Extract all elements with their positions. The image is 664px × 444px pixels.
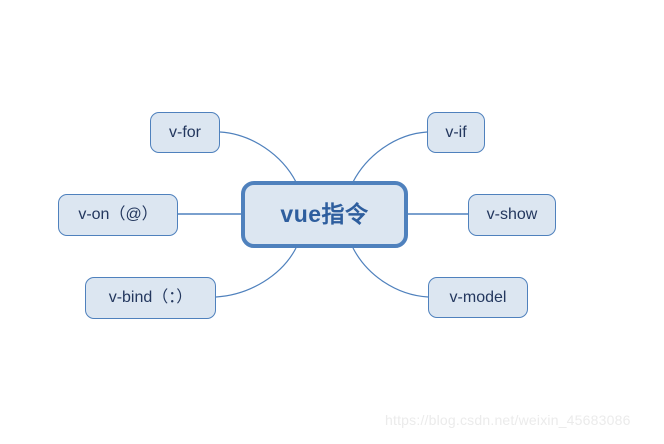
node-v-on[interactable]: v-on（@）	[58, 194, 178, 236]
connector-v-for	[219, 131, 297, 183]
node-v-model[interactable]: v-model	[428, 277, 528, 318]
node-v-if[interactable]: v-if	[427, 112, 485, 153]
watermark: https://blog.csdn.net/weixin_45683086	[385, 412, 631, 428]
node-v-bind-label: v-bind（：）	[108, 289, 193, 306]
node-central-vue-directives[interactable]: vue指令	[241, 181, 408, 248]
node-v-show[interactable]: v-show	[468, 194, 556, 236]
node-v-model-label: v-model	[449, 288, 507, 306]
node-v-for[interactable]: v-for	[150, 112, 220, 153]
node-v-bind[interactable]: v-bind（：）	[85, 277, 216, 319]
connector-v-if	[352, 131, 428, 183]
node-v-show-label: v-show	[486, 206, 538, 223]
node-v-for-label: v-for	[169, 123, 201, 141]
node-v-on-label: v-on（@）	[78, 206, 158, 223]
node-v-if-label: v-if	[445, 123, 467, 141]
connector-v-bind	[215, 247, 297, 298]
node-central-label: vue指令	[280, 201, 369, 227]
connector-v-model	[352, 247, 429, 298]
